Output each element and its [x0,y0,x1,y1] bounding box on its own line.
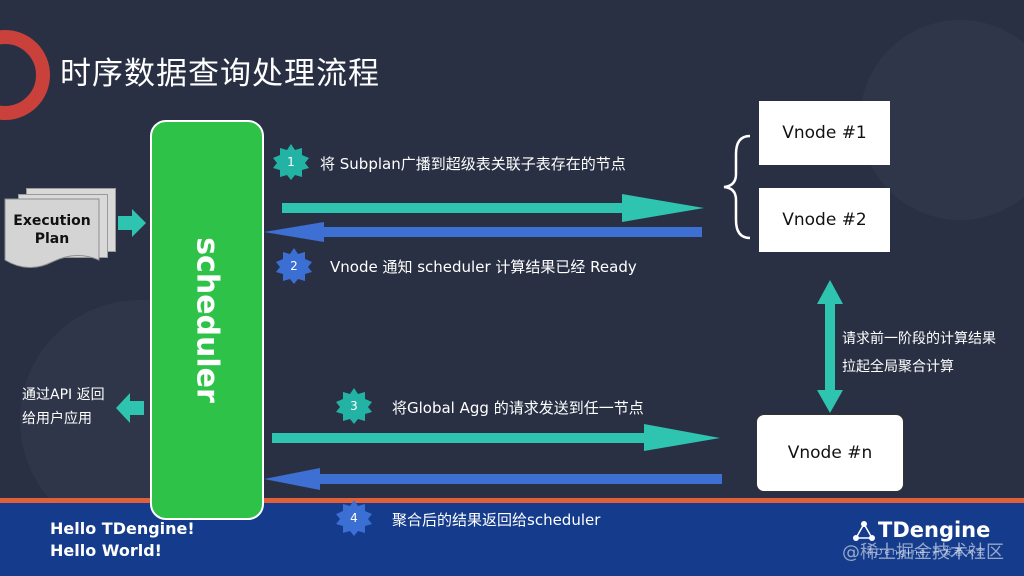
hello-world: Hello World! [50,541,162,560]
tdengine-logo-subtitle: TDengine 开发者大会 [868,548,987,558]
vnode-2: Vnode #2 [759,188,890,252]
hello-tdengine: Hello TDengine! [50,519,195,538]
vnode-n: Vnode #n [756,414,904,492]
corner-logo-ring [0,30,50,120]
step-1-text: 将 Subplan广播到超级表关联子表存在的节点 [320,155,626,173]
api-return-text: 通过API 返回 给用户应用 [22,383,105,431]
step-3-text: 将Global Agg 的请求发送到任一节点 [392,399,644,417]
side-note: 请求前一阶段的计算结果 拉起全局聚合计算 [842,327,996,379]
step-3-number: 3 [350,399,358,413]
step-1-number: 1 [287,155,295,169]
step-4-badge: 4 [336,500,372,536]
side-note-line1: 请求前一阶段的计算结果 [842,331,996,347]
vnode-group-brace [723,134,751,240]
step-2-text: Vnode 通知 scheduler 计算结果已经 Ready [330,258,637,276]
watermark: @稀土掘金技术社区 [842,542,1004,563]
side-note-line2: 拉起全局聚合计算 [842,359,954,375]
step-4-text: 聚合后的结果返回给scheduler [392,511,601,529]
scheduler-label: scheduler [189,237,225,403]
ready-notify-arrow [264,222,702,242]
page-title: 时序数据查询处理流程 [60,56,380,92]
scheduler-node: scheduler [150,120,264,520]
vertical-double-arrow [817,280,843,413]
tdengine-logo-text: TDengine [878,518,991,542]
api-return-line1: 通过API 返回 [22,387,105,403]
api-return-line2: 给用户应用 [22,411,92,427]
broadcast-subplan-arrow [282,194,704,222]
step-2-badge: 2 [276,248,312,284]
step-1-badge: 1 [273,144,309,180]
execution-plan-label: Execution Plan [13,213,91,247]
plan-to-scheduler-arrow [118,209,146,237]
step-2-number: 2 [290,259,298,273]
vnode-1: Vnode #1 [759,101,890,165]
global-agg-request-arrow [272,424,720,451]
api-return-arrow [116,393,144,423]
footer-accent-line [0,498,1024,503]
execution-plan-document-icon [4,198,100,268]
footer-greeting: Hello TDengine! Hello World! [50,518,195,562]
step-4-number: 4 [350,511,358,525]
tdengine-logo-icon [853,521,875,541]
step-3-badge: 3 [336,388,372,424]
result-return-arrow [264,468,722,490]
